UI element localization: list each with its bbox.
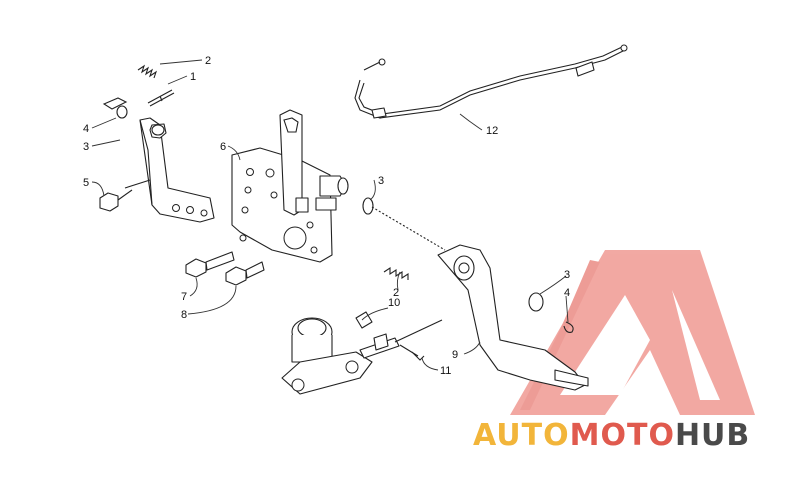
washer-center	[362, 197, 374, 215]
callout-3-center: 3	[378, 175, 384, 187]
brand-auto: AUTO	[473, 418, 570, 453]
master-cylinder-assembly	[281, 311, 443, 395]
callout-8: 8	[181, 309, 187, 321]
callout-5: 5	[83, 177, 89, 189]
callout-4-right: 4	[564, 287, 570, 299]
brand-hub: HUB	[674, 418, 751, 453]
callout-3-right: 3	[564, 269, 570, 281]
callout-2-top: 2	[205, 55, 211, 67]
callout-12: 12	[486, 125, 498, 137]
brand-moto: MOTO	[569, 418, 675, 453]
callout-6: 6	[220, 141, 226, 153]
left-pedal-assembly	[99, 64, 215, 223]
callout-labels: 1 2 3 4 5 6 3 7 8 2 10 3 4 9 11 12	[83, 55, 570, 377]
callout-11: 11	[440, 365, 451, 377]
watermark-logo-triangle	[510, 250, 755, 415]
callout-3-left: 3	[83, 141, 89, 153]
right-pedal-assembly	[383, 244, 589, 391]
leader-lines	[91, 59, 569, 371]
callout-4-left: 4	[83, 123, 89, 135]
callout-7: 7	[181, 291, 187, 303]
center-bracket	[231, 109, 349, 263]
callout-2-center: 2	[393, 287, 399, 299]
brake-cable	[354, 44, 628, 119]
callout-9: 9	[452, 349, 458, 361]
callout-10: 10	[388, 297, 400, 309]
watermark-brand-text: AUTOMOTOHUB	[473, 418, 750, 453]
bolts	[185, 251, 265, 286]
callout-1: 1	[190, 71, 196, 83]
